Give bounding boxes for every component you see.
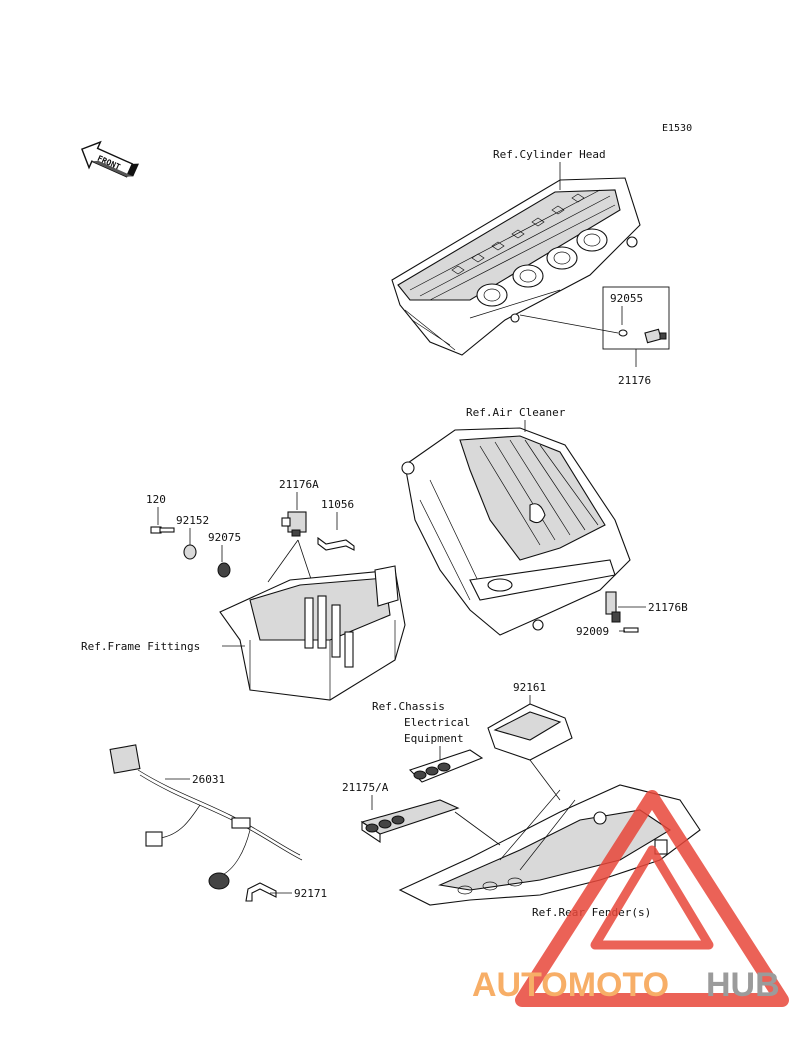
clamp-92171 bbox=[245, 882, 277, 902]
front-arrow-icon: FRONT bbox=[81, 140, 139, 178]
ecu-upper-connectors bbox=[408, 749, 484, 783]
ecu-holder-92161 bbox=[487, 703, 573, 761]
frame-fittings-illustration bbox=[219, 565, 406, 701]
ecu-21175A bbox=[360, 799, 460, 844]
label-ref-frame-fittings: Ref.Frame Fittings bbox=[81, 640, 200, 653]
label-92075: 92075 bbox=[208, 531, 241, 544]
label-ref-cylinder-head: Ref.Cylinder Head bbox=[493, 148, 606, 161]
label-92152: 92152 bbox=[176, 514, 209, 527]
sensor-21176B bbox=[605, 591, 621, 623]
label-ref-chassis-2: Electrical bbox=[404, 716, 470, 729]
o-ring-icon bbox=[618, 329, 628, 337]
label-ref-rear-fender: Ref.Rear Fender(s) bbox=[532, 906, 651, 919]
label-ref-chassis-1: Ref.Chassis bbox=[372, 700, 445, 713]
label-92055: 92055 bbox=[610, 292, 643, 305]
cylinder-head-illustration bbox=[391, 177, 641, 356]
label-ref-chassis-3: Equipment bbox=[404, 732, 464, 745]
label-11056: 11056 bbox=[321, 498, 354, 511]
grommet-92075 bbox=[217, 562, 231, 578]
label-26031: 26031 bbox=[192, 773, 225, 786]
label-92009: 92009 bbox=[576, 625, 609, 638]
air-cleaner-illustration bbox=[401, 427, 631, 636]
label-21175A: 21175/A bbox=[342, 781, 389, 794]
sensor-21176A bbox=[281, 511, 307, 537]
watermark-text-orange: AUTOMOTO bbox=[472, 966, 669, 1004]
screw-92009 bbox=[623, 627, 639, 633]
label-120: 120 bbox=[146, 493, 166, 506]
bracket-11056 bbox=[317, 536, 355, 551]
label-92171: 92171 bbox=[294, 887, 327, 900]
rear-fender-illustration bbox=[398, 784, 701, 906]
label-21176B: 21176B bbox=[648, 601, 688, 614]
watermark-logo: AUTOMOTO HUB bbox=[472, 790, 789, 1007]
diagram-code: E1530 bbox=[662, 123, 692, 134]
collar-92152 bbox=[183, 544, 197, 560]
bolt-120 bbox=[150, 526, 175, 534]
label-92161: 92161 bbox=[513, 681, 546, 694]
watermark-text-gray: HUB bbox=[706, 966, 780, 1004]
temperature-sensor-21176 bbox=[644, 328, 667, 344]
label-21176A: 21176A bbox=[279, 478, 319, 491]
label-21176: 21176 bbox=[618, 374, 651, 387]
harness-illustration-26031 bbox=[109, 744, 303, 890]
label-ref-air-cleaner: Ref.Air Cleaner bbox=[466, 406, 566, 419]
